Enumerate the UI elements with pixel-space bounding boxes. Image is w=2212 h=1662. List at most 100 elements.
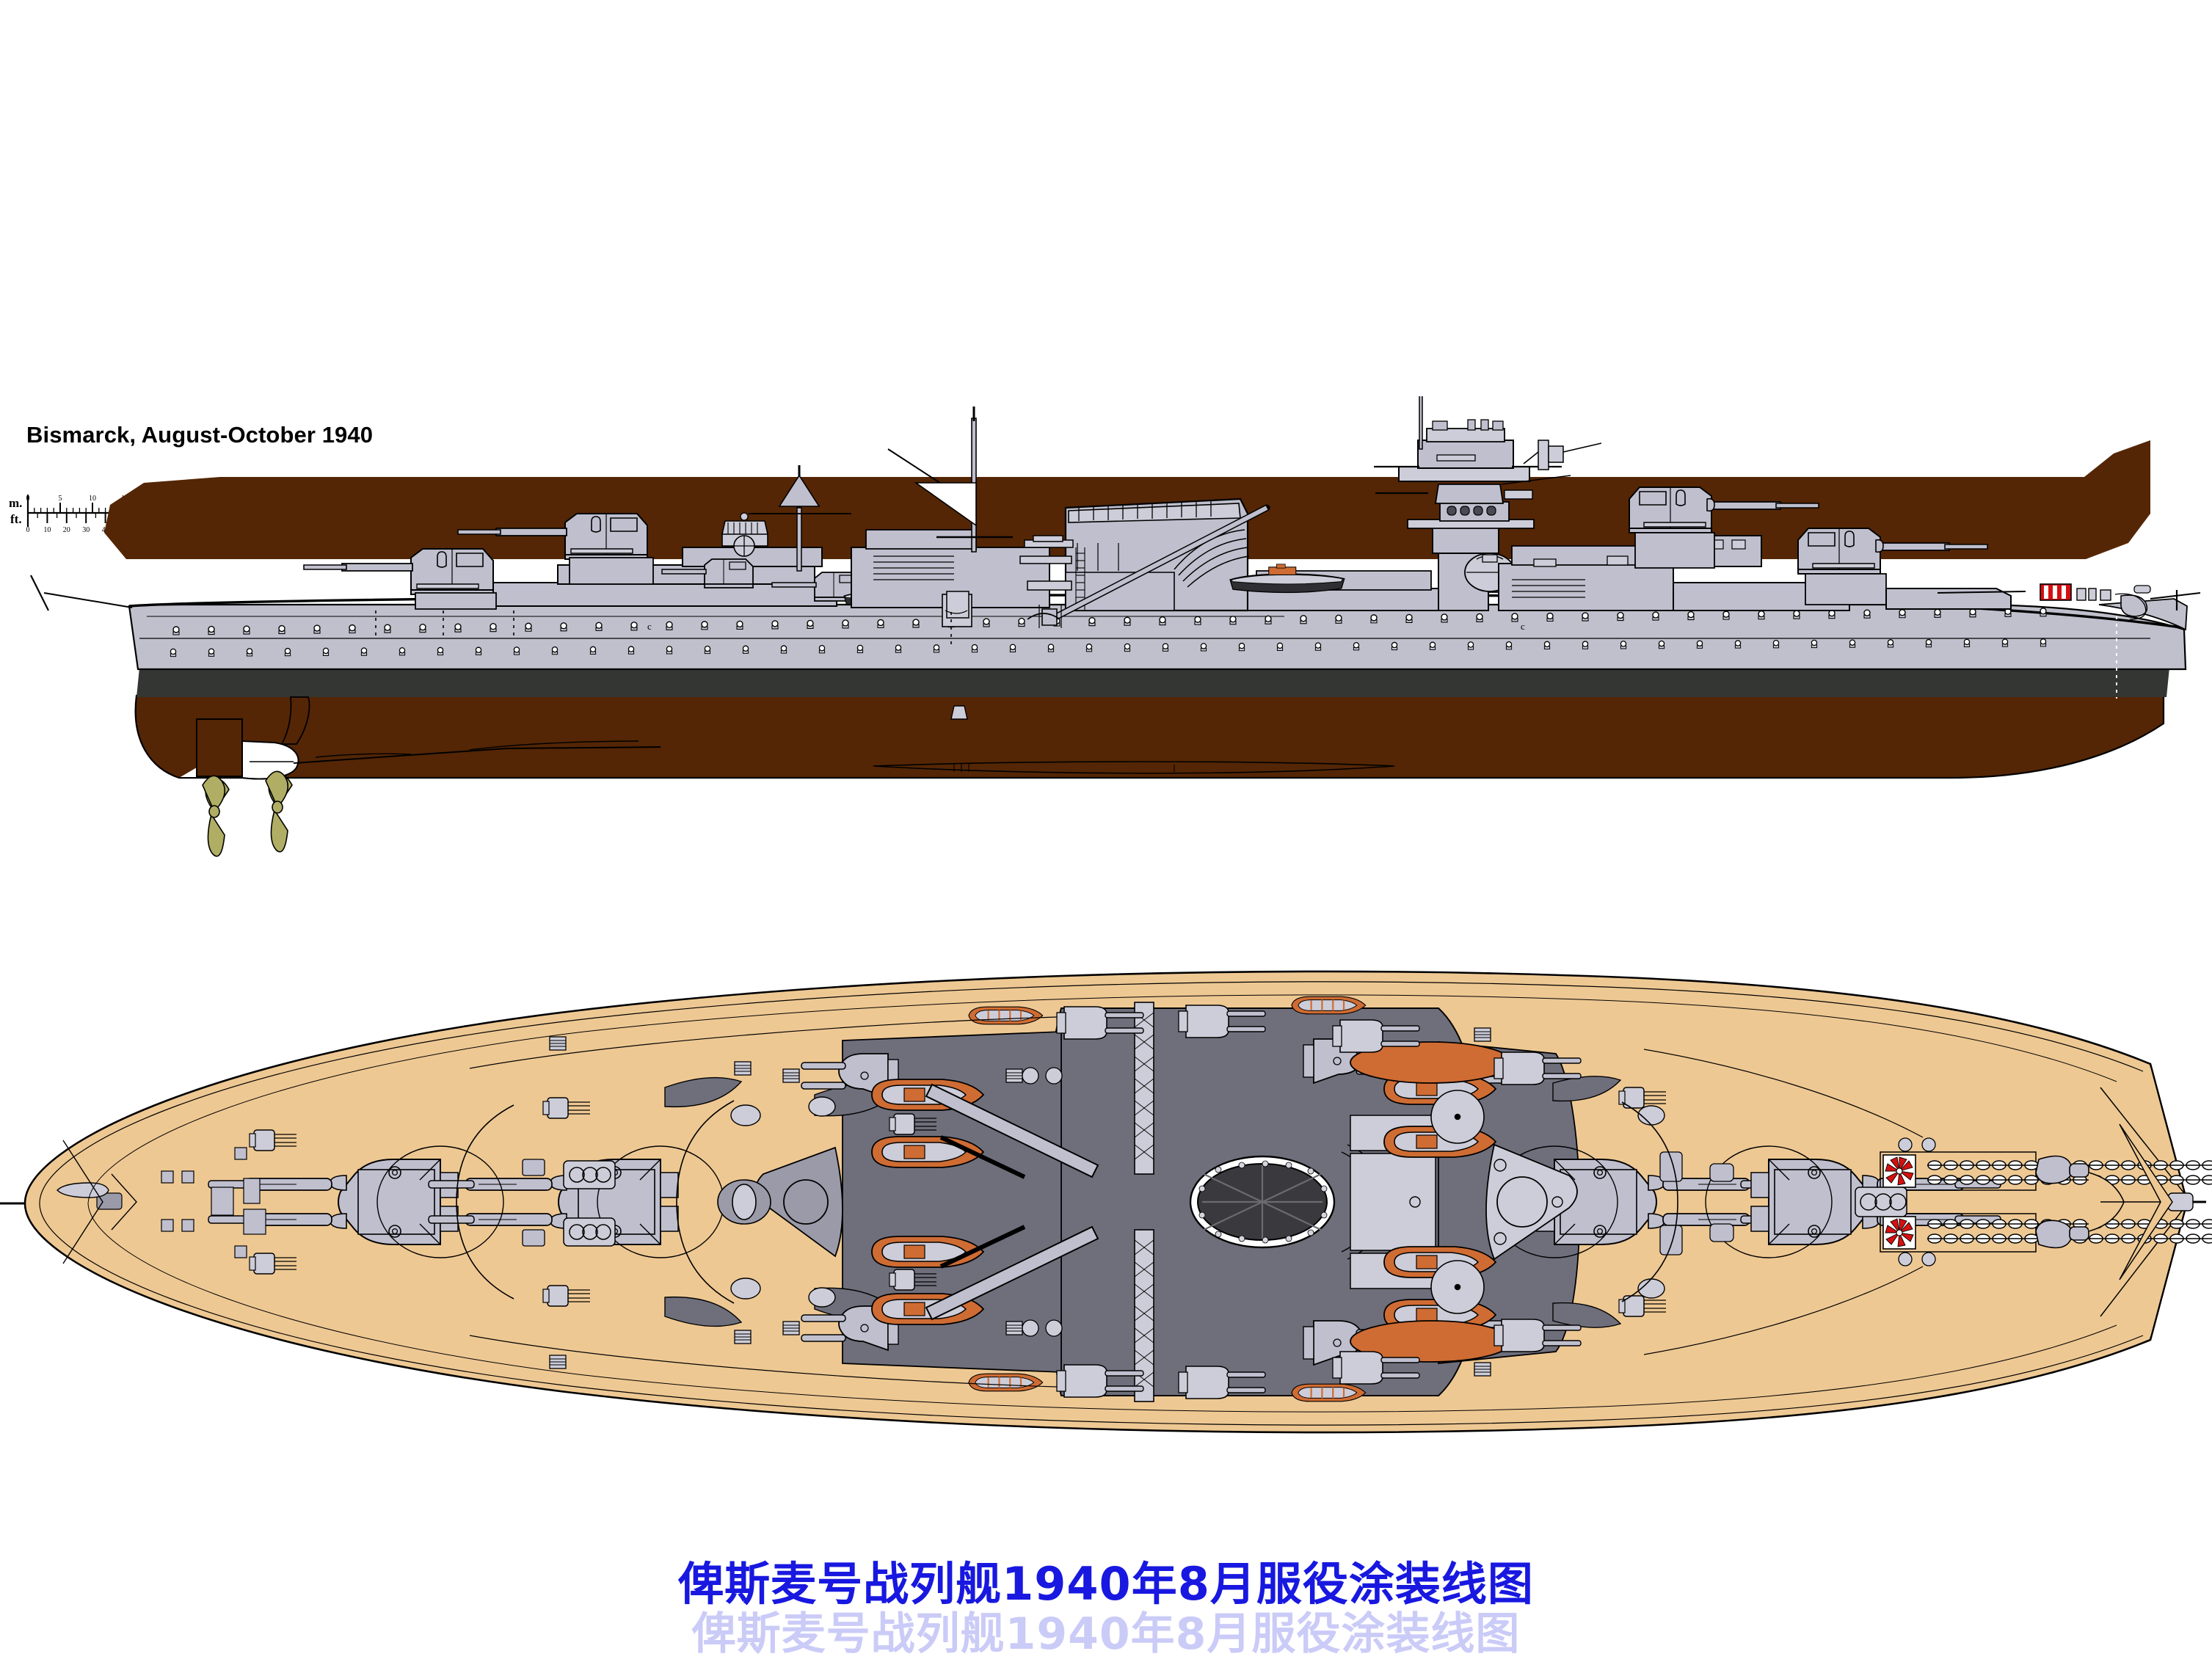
bilge-keel — [873, 761, 1395, 774]
scale-tick-feet: 90 — [199, 526, 206, 534]
porthole — [1229, 616, 1237, 625]
boats-plan — [871, 996, 1513, 1402]
scale-tick-meters: 15 — [121, 495, 128, 503]
porthole — [1658, 640, 1665, 649]
page-title: Bismarck, August-October 1940 — [26, 422, 374, 448]
hull-profile — [107, 655, 2177, 775]
porthole — [1300, 615, 1307, 624]
porthole — [1429, 641, 1436, 650]
porthole — [666, 621, 673, 630]
porthole — [384, 624, 391, 633]
foremast-pole — [971, 418, 977, 553]
porthole — [313, 624, 321, 634]
porthole — [560, 622, 567, 632]
jackstaff-line — [2150, 592, 2201, 599]
porthole — [243, 625, 250, 635]
svg-text:c: c — [1521, 621, 1525, 632]
porthole — [2040, 608, 2047, 617]
porthole — [1085, 644, 1093, 652]
porthole — [1617, 611, 1624, 622]
porthole — [360, 647, 368, 656]
porthole — [895, 644, 902, 653]
porthole — [419, 623, 426, 633]
porthole — [284, 647, 291, 657]
mainmast — [796, 507, 802, 572]
funnel-plan — [1189, 1144, 1389, 1260]
porthole — [475, 646, 482, 655]
conning-tower-plan — [1485, 1143, 1578, 1261]
scale-tick-meters: 0 — [26, 495, 30, 503]
aft-director-plan — [755, 1146, 843, 1258]
porthole — [630, 622, 638, 631]
caption-chinese: 俾斯麦号战列舰1940年8月服役涂装线图 — [678, 1557, 1534, 1611]
porthole — [1047, 644, 1055, 652]
funnel-cap — [1068, 503, 1241, 523]
scale-tick-meters: 20 — [153, 495, 161, 503]
turret-anton-profile — [1797, 528, 1988, 575]
porthole — [1353, 642, 1360, 651]
funnel-profile — [1019, 497, 1250, 612]
porthole — [1405, 613, 1413, 623]
propeller-port — [202, 775, 230, 857]
porthole — [1391, 641, 1398, 651]
porthole — [983, 618, 990, 627]
porthole — [771, 620, 779, 630]
rangefinder-triple — [1855, 1187, 1907, 1217]
scale-tick-feet: 100 — [217, 526, 228, 534]
porthole — [1620, 641, 1627, 649]
vent-louvres-aft — [873, 555, 954, 580]
catapult-arm — [939, 1135, 1026, 1269]
bow-deck-fittings — [2076, 588, 2111, 601]
scale-tick-meters: 30 — [218, 495, 225, 503]
porthole — [912, 619, 920, 628]
caption-chinese-ghost: 俾斯麦号战列舰1940年8月服役涂装线图 — [691, 1608, 1521, 1660]
porthole — [1314, 642, 1322, 651]
foremast-plan — [1409, 1196, 1421, 1208]
porthole — [454, 623, 462, 633]
aft-director — [721, 520, 768, 535]
turret-caesar-profile — [457, 513, 648, 560]
turret-secondary-aft-2 — [661, 558, 754, 588]
porthole — [1265, 615, 1272, 624]
boat-aft-profile — [843, 582, 942, 608]
bridge-windows — [1447, 506, 1496, 516]
porthole — [1467, 641, 1474, 650]
turret-secondary-fwd-2 — [1562, 570, 1655, 600]
porthole — [1511, 613, 1518, 622]
deck-fittings-fwd — [1687, 539, 1746, 550]
hull-topside — [128, 603, 2187, 671]
porthole — [1088, 616, 1096, 627]
porthole — [1124, 643, 1131, 652]
porthole — [1200, 643, 1207, 652]
turret-bruno-profile — [1629, 486, 1819, 533]
porthole — [701, 621, 708, 630]
scale-tick-feet: 60 — [140, 526, 148, 534]
bow-stem — [2098, 598, 2188, 631]
porthole — [1652, 611, 1659, 621]
porthole — [208, 648, 215, 657]
porthole — [1543, 641, 1551, 650]
bridge-wing — [1407, 519, 1535, 529]
scale-tick-feet: 10 — [43, 526, 51, 534]
conning-rangefinder-dome — [1464, 553, 1516, 592]
porthole — [1370, 614, 1378, 624]
porthole — [399, 647, 406, 656]
porthole — [1811, 639, 1818, 649]
crane-boom-plan — [925, 1083, 1099, 1321]
porthole — [513, 646, 520, 655]
porthole — [1758, 610, 1765, 620]
porthole — [2004, 608, 2012, 617]
foretop-platform — [1398, 466, 1530, 482]
forward-conning-tower — [1374, 396, 1602, 611]
porthole — [170, 648, 177, 657]
plan-details — [57, 994, 2212, 1413]
porthole — [856, 644, 864, 654]
porthole — [1159, 616, 1166, 626]
porthole — [1582, 641, 1589, 649]
porthole — [1124, 616, 1131, 626]
ensign-staff-line — [43, 592, 133, 608]
porthole — [1238, 642, 1245, 652]
